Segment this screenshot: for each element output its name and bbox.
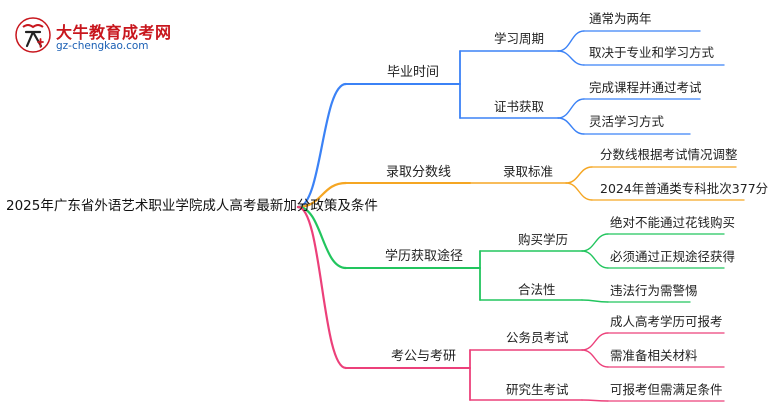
connector-node-leaf bbox=[581, 349, 609, 368]
leaf-two-years: 通常为两年 bbox=[589, 11, 652, 26]
node-certificate: 证书获取 bbox=[494, 99, 545, 114]
connector-node-leaf bbox=[557, 50, 585, 66]
leaf-can-apply: 成人高考学历可报考 bbox=[610, 314, 723, 329]
connector-node-leaf bbox=[557, 117, 585, 135]
leaf-prepare-materials: 需准备相关材料 bbox=[610, 348, 698, 363]
connector-node-leaf bbox=[581, 233, 609, 252]
connector-root-branch bbox=[296, 205, 348, 370]
brand-url: gz-chengkao.com bbox=[56, 40, 149, 52]
branch-graduation-time: 毕业时间 bbox=[387, 65, 440, 80]
connector-root-branch bbox=[296, 205, 348, 270]
node-buy-degree: 购买学历 bbox=[518, 232, 569, 247]
branch-admission-score: 录取分数线 bbox=[386, 165, 452, 180]
branch-degree-path: 学历获取途径 bbox=[385, 249, 464, 264]
leaf-conditions: 可报考但需满足条件 bbox=[610, 382, 723, 397]
connector-node-leaf bbox=[581, 250, 609, 269]
leaf-2024-score: 2024年普通类专科批次377分 bbox=[600, 181, 768, 196]
node-study-period: 学习周期 bbox=[494, 31, 545, 46]
connector-node-leaf bbox=[581, 332, 609, 351]
mindmap-connectors bbox=[296, 30, 745, 402]
leaf-complete-courses: 完成课程并通过考试 bbox=[589, 80, 702, 95]
node-postgraduate-exam: 研究生考试 bbox=[506, 382, 569, 397]
connector-root-branch bbox=[296, 181, 348, 209]
node-admission-standard: 录取标准 bbox=[503, 164, 554, 179]
node-legality: 合法性 bbox=[518, 282, 556, 297]
leaf-score-adjust: 分数线根据考试情况调整 bbox=[600, 147, 738, 162]
brand-title: 大牛教育成考网 bbox=[56, 23, 172, 42]
connector-node-leaf bbox=[565, 166, 593, 184]
connector-node-leaf bbox=[581, 299, 609, 303]
logo-mark-icon bbox=[15, 17, 51, 53]
connector-node-leaf bbox=[557, 98, 585, 119]
leaf-proper-channel: 必须通过正规途径获得 bbox=[610, 249, 736, 264]
mindmap-root: 2025年广东省外语艺术职业学院成人高考最新加分政策及条件 bbox=[6, 198, 378, 214]
brand-logo: 大牛教育成考网 gz-chengkao.com bbox=[14, 14, 184, 56]
connector-node-leaf bbox=[557, 30, 585, 52]
leaf-illegal-caution: 违法行为需警惕 bbox=[610, 283, 698, 298]
connector-root-branch bbox=[296, 82, 348, 209]
node-civil-service-exam: 公务员考试 bbox=[506, 330, 569, 345]
connector-node-leaf bbox=[581, 399, 609, 402]
leaf-flexible-study: 灵活学习方式 bbox=[589, 114, 665, 129]
branch-civil-exam-grad: 考公与考研 bbox=[391, 349, 457, 364]
leaf-depends-major: 取决于专业和学习方式 bbox=[589, 45, 715, 60]
leaf-no-buying: 绝对不能通过花钱购买 bbox=[610, 215, 736, 230]
connector-node-leaf bbox=[565, 182, 593, 201]
